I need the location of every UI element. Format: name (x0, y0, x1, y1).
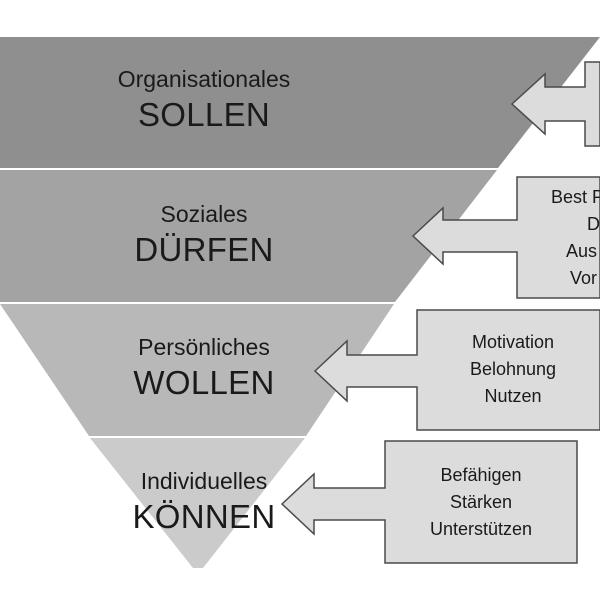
level-subtitle: Persönliches (138, 334, 270, 360)
level-title: WOLLEN (133, 364, 275, 402)
callout-line: Unterstützen (429, 519, 533, 539)
level-title: SOLLEN (137, 96, 271, 134)
level-label-wollen: Persönliches WOLLEN (54, 334, 354, 402)
level-label-koennen: Individuelles KÖNNEN (54, 468, 354, 536)
callout-arrow-koennen (280, 440, 578, 564)
level-label-sollen: Organisationales SOLLEN (54, 66, 354, 134)
callout-line: Vor (570, 268, 598, 288)
level-band-duerfen (0, 170, 497, 302)
callout-text-duerfen-3: Aus (566, 238, 597, 265)
callout-arrow-sollen (510, 61, 600, 147)
level-subtitle: Organisationales (117, 66, 291, 92)
callout-line: Aus (566, 241, 598, 261)
callout-line: Befähigen (440, 465, 522, 485)
callout-text-duerfen: Best P (551, 184, 600, 211)
callout-line: Best P (551, 187, 600, 207)
callout-text-duerfen-4: Vor (570, 265, 597, 292)
callout-line: Nutzen (484, 386, 542, 406)
callout-text-koennen: Befähigen Stärken Unterstützen (401, 462, 561, 543)
level-title: KÖNNEN (132, 498, 276, 536)
level-subtitle: Individuelles (140, 468, 268, 494)
callout-arrow-wollen (313, 309, 600, 431)
level-band-koennen (90, 438, 305, 568)
callout-line: Motivation (471, 332, 555, 352)
callout-arrow-duerfen (411, 176, 600, 299)
level-label-duerfen: Soziales DÜRFEN (54, 201, 354, 269)
level-band-wollen (0, 304, 394, 436)
level-title: DÜRFEN (134, 231, 274, 269)
callout-text-duerfen-2: D (587, 211, 600, 238)
callout-line: Belohnung (469, 359, 557, 379)
level-subtitle: Soziales (160, 201, 248, 227)
callout-text-wollen: Motivation Belohnung Nutzen (433, 329, 593, 410)
callout-line: Stärken (449, 492, 513, 512)
callout-line: D (587, 214, 600, 234)
level-band-sollen (0, 37, 600, 168)
